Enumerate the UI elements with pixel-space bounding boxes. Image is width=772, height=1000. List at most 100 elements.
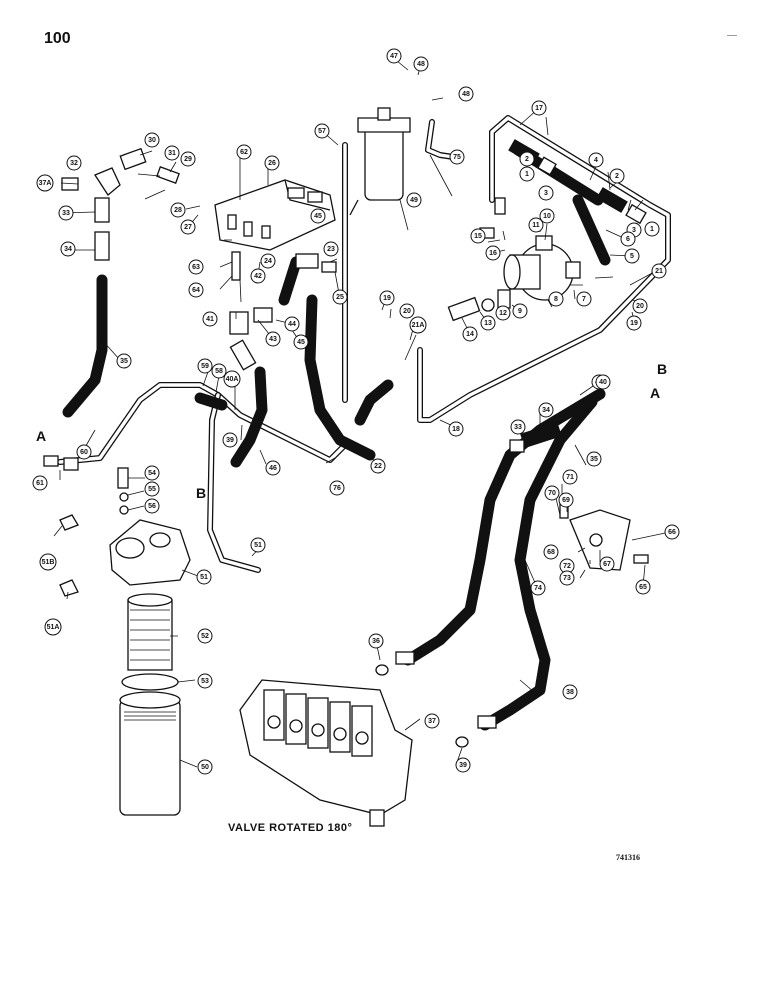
callout-circle <box>197 628 213 644</box>
callout-7: 7 <box>576 291 592 307</box>
callout-circle <box>197 673 213 689</box>
callout-number: 52 <box>201 633 209 640</box>
callout-number: 5 <box>630 253 634 260</box>
callout-circle <box>495 305 511 321</box>
callout-number: 56 <box>148 503 156 510</box>
callout-number: 70 <box>548 490 556 497</box>
callout-45: 45 <box>310 208 326 224</box>
callout-circle <box>188 282 204 298</box>
callout-number: 38 <box>566 689 574 696</box>
callout-circle <box>170 202 186 218</box>
callout-circle <box>409 316 427 334</box>
callout-number: 76 <box>333 485 341 492</box>
callout-circle <box>462 326 478 342</box>
callout-circle <box>60 241 76 257</box>
callout-circle <box>413 56 429 72</box>
callout-circle <box>530 580 546 596</box>
callout-circle <box>332 289 348 305</box>
hose-5 <box>572 194 611 266</box>
callout-number: 47 <box>390 53 398 60</box>
callout-1: 1 <box>519 166 535 182</box>
callout-43: 43 <box>265 331 281 347</box>
callout-bubbles: 1122334567891011121314151617181919202021… <box>32 48 680 775</box>
callout-18: 18 <box>448 421 464 437</box>
callout-number: 30 <box>148 137 156 144</box>
callout-circle <box>323 241 339 257</box>
callout-42: 42 <box>250 268 266 284</box>
callout-circle <box>370 458 386 474</box>
control-valve-bank-37 <box>239 679 413 827</box>
hose-fittings-33-34 <box>375 421 562 748</box>
callout-circle <box>329 480 345 496</box>
callout-61: 61 <box>32 475 48 491</box>
callout-number: 2 <box>615 173 619 180</box>
callout-number: 63 <box>192 264 200 271</box>
callout-circle <box>470 228 486 244</box>
callout-31: 31 <box>164 145 180 161</box>
callout-number: 74 <box>534 585 542 592</box>
filter-head-51 <box>59 467 191 597</box>
hose-38 <box>479 396 598 731</box>
callout-25: 25 <box>332 289 348 305</box>
callout-circle <box>664 524 680 540</box>
callout-circle <box>399 303 415 319</box>
callout-13: 13 <box>480 315 496 331</box>
fittings-41-45 <box>229 253 337 371</box>
callout-number: 44 <box>288 321 296 328</box>
callout-47: 47 <box>386 48 402 64</box>
filter-canister-50 <box>119 691 181 816</box>
callout-circle <box>586 451 602 467</box>
callout-circle <box>599 556 615 572</box>
hose-46 <box>230 366 268 468</box>
callout-circle <box>284 316 300 332</box>
callout-circle <box>562 469 578 485</box>
page-number: 100 <box>44 30 71 47</box>
hose-58 <box>194 392 228 411</box>
callout-number: 57 <box>318 128 326 135</box>
callout-circle <box>223 370 241 388</box>
filter-element-52 <box>127 593 173 671</box>
callout-circle <box>510 419 526 435</box>
callout-number: 49 <box>410 197 418 204</box>
callout-58: 58 <box>211 363 227 379</box>
callout-number: 2 <box>525 156 529 163</box>
callout-number: 18 <box>452 426 460 433</box>
callout-number: 11 <box>532 222 540 229</box>
callout-8: 8 <box>548 291 564 307</box>
callout-number: 35 <box>590 456 598 463</box>
callout-circle <box>626 315 642 331</box>
callout-circle <box>620 231 636 247</box>
callout-60: 60 <box>76 444 92 460</box>
callout-24: 24 <box>260 253 276 269</box>
callout-circle <box>164 145 180 161</box>
callout-circle <box>180 151 196 167</box>
callout-circle <box>66 155 82 171</box>
callout-40: 40 <box>595 374 611 390</box>
callout-1: 1 <box>644 221 660 237</box>
callout-number: 48 <box>417 61 425 68</box>
callout-20: 20 <box>632 298 648 314</box>
callout-circle <box>180 219 196 235</box>
callout-number: 22 <box>374 463 382 470</box>
callout-35: 35 <box>116 353 132 369</box>
callout-number: 61 <box>36 480 44 487</box>
hose-44 <box>278 256 302 306</box>
callout-27: 27 <box>180 219 196 235</box>
callout-number: 29 <box>184 156 192 163</box>
callout-number: 14 <box>466 331 474 338</box>
callout-number: 25 <box>336 294 344 301</box>
callout-52: 52 <box>197 628 213 644</box>
callout-number: 60 <box>80 449 88 456</box>
callout-number: 19 <box>383 295 391 302</box>
callout-number: 32 <box>70 160 78 167</box>
callout-circle <box>635 579 651 595</box>
callout-37a: 37A <box>36 174 54 192</box>
callout-20: 20 <box>399 303 415 319</box>
callout-circle <box>250 537 266 553</box>
callout-number: 39 <box>226 437 234 444</box>
callout-number: 41 <box>206 316 214 323</box>
callout-12: 12 <box>495 305 511 321</box>
callout-number: 59 <box>201 363 209 370</box>
callout-37: 37 <box>424 713 440 729</box>
callout-circle <box>519 151 535 167</box>
